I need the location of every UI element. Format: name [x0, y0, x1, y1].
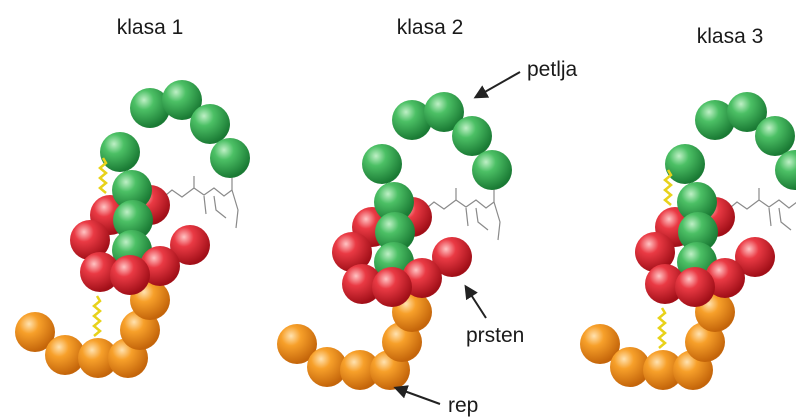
loop-bead-1-2-1	[130, 88, 170, 128]
loop-bead-3-2-0	[665, 144, 705, 184]
disulfide-linker-lower	[657, 307, 667, 349]
tail-bead-3-0-2	[643, 350, 683, 390]
loop-bead-3-2-5	[677, 182, 717, 222]
ring-bead-1-3-0	[70, 220, 110, 260]
tail-bead-2-0-1	[307, 347, 347, 387]
ring-bead-3-3-0	[635, 232, 675, 272]
loop-bead-2-2-1	[392, 100, 432, 140]
ring-bead-3-3-2	[705, 258, 745, 298]
ring-bead-3-3-4	[675, 267, 715, 307]
loop-bead-1-2-2	[162, 80, 202, 120]
ring-bead-1-3-4	[110, 255, 150, 295]
ring-bead-3-3-1	[735, 237, 775, 277]
chemical-structure	[159, 175, 239, 229]
ring-bead-2-3-2	[402, 258, 442, 298]
tail-bead-1-0-2	[78, 338, 118, 378]
tail-bead-2-0-2	[340, 350, 380, 390]
loop-bead-3-2-6	[678, 212, 718, 252]
ring-bead-2-3-1	[432, 237, 472, 277]
ring-bead-3-3-3	[645, 264, 685, 304]
loop-bead-2-2-2	[424, 92, 464, 132]
tail-bead-2-0-0	[277, 324, 317, 364]
ring-label: prsten	[466, 324, 524, 347]
ring-bead-1-3-2	[140, 246, 180, 286]
tail-bead-1-0-0	[15, 312, 55, 352]
loop-arrow	[473, 71, 521, 99]
chemical-structure	[724, 188, 796, 231]
tail-arrow	[393, 385, 441, 405]
loop-bead-3-2-2	[727, 92, 767, 132]
panel-title-1: klasa 1	[117, 16, 184, 39]
ring-arrow	[464, 284, 487, 319]
disulfide-linker-upper	[98, 157, 108, 194]
loop-bead-1-2-0	[100, 132, 140, 172]
loop-bead-1-2-4	[210, 138, 250, 178]
loop-bead-3-2-3	[755, 116, 795, 156]
lasso-molecule-class-2	[277, 92, 512, 390]
tail-label: rep	[448, 394, 478, 417]
disulfide-linker-upper	[663, 169, 673, 206]
loop-bead-1-2-6	[113, 200, 153, 240]
loop-bead-1-2-3	[190, 104, 230, 144]
ring-bead-2-3-4	[372, 267, 412, 307]
loop-bead-2-2-3	[452, 116, 492, 156]
ring-bead-1-3-3	[80, 252, 120, 292]
panel-title-2: klasa 2	[397, 16, 464, 39]
loop-label: petlja	[527, 58, 578, 81]
loop-bead-2-2-4	[472, 150, 512, 190]
loop-bead-2-2-0	[362, 144, 402, 184]
lasso-molecule-class-3	[580, 92, 796, 390]
panel-title-3: klasa 3	[697, 25, 764, 48]
ring-bead-1-3-1	[170, 225, 210, 265]
loop-bead-2-2-6	[375, 212, 415, 252]
loop-bead-3-2-4	[775, 150, 796, 190]
loop-bead-3-2-1	[695, 100, 735, 140]
ring-bead-2-3-3	[342, 264, 382, 304]
chemical-structure	[421, 187, 501, 241]
ring-bead-2-3-0	[332, 232, 372, 272]
tail-bead-1-0-1	[45, 335, 85, 375]
loop-bead-2-2-5	[374, 182, 414, 222]
loop-bead-1-2-5	[112, 170, 152, 210]
tail-bead-3-0-0	[580, 324, 620, 364]
disulfide-linker-lower	[92, 295, 102, 337]
lasso-molecule-class-1	[15, 80, 250, 378]
tail-bead-3-0-1	[610, 347, 650, 387]
